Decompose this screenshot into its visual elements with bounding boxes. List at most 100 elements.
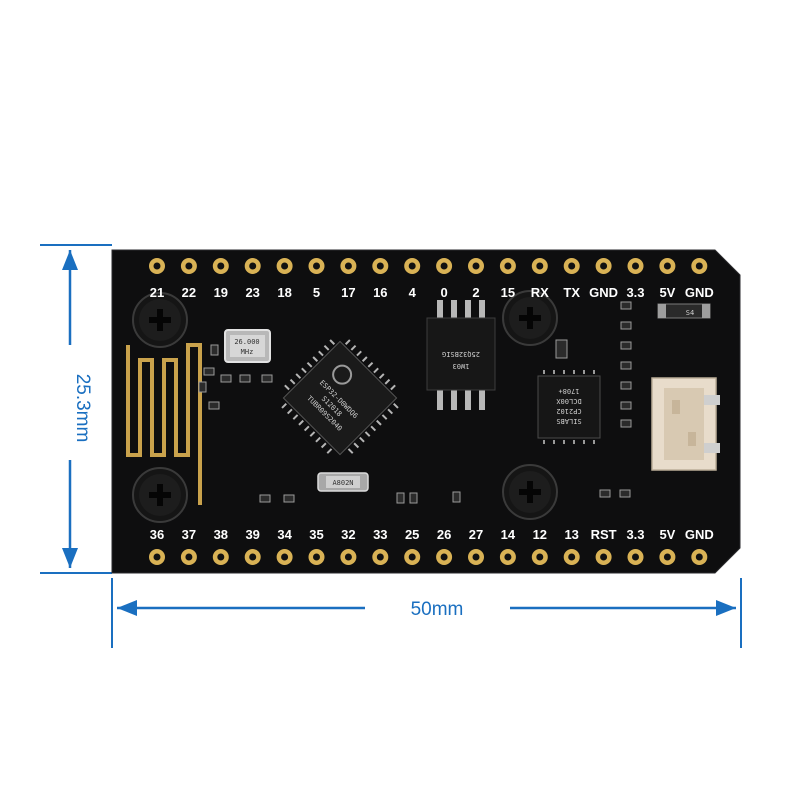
mounting-screw-top-left (132, 292, 188, 348)
mounting-screw-bottom-right (502, 464, 558, 520)
top-pin-header (149, 258, 708, 274)
espressif-logo-icon (332, 364, 353, 385)
diode: S4 (657, 303, 711, 319)
pin-label: 35 (309, 527, 323, 542)
cp2102-text-4: 1708+ (558, 387, 579, 395)
pin-label: 32 (341, 527, 355, 542)
pin-label: 13 (564, 527, 578, 542)
header-pad-hole (695, 262, 703, 270)
pin-label: 3.3 (626, 527, 644, 542)
pin-label: 5 (313, 285, 320, 300)
pin-label: 2 (472, 285, 479, 300)
pin-label: RST (591, 527, 617, 542)
width-dimension: 50mm (111, 578, 742, 648)
arrow-right-icon (716, 600, 736, 616)
header-pad-hole (344, 262, 352, 270)
header-pad-hole (153, 262, 161, 270)
pin-label: GND (589, 285, 618, 300)
cp2102-text-2: CP2102 (556, 407, 581, 415)
esp32-chip: ESP32-D0WDQ6 S12018 TUBR09S2040 (281, 339, 399, 456)
header-pad-hole (408, 553, 416, 561)
pin-label: 27 (469, 527, 483, 542)
pin-label: 3.3 (626, 285, 644, 300)
smd-components (198, 301, 632, 504)
header-pad-hole (313, 262, 320, 270)
pin-label: 12 (533, 527, 547, 542)
diode-text: S4 (686, 309, 694, 317)
pin-label: 17 (341, 285, 355, 300)
pin-label: 4 (409, 285, 417, 300)
small-crystal: A802N (317, 472, 369, 492)
header-pad-hole (504, 262, 512, 270)
header-pad-hole (440, 553, 448, 561)
width-label: 50mm (411, 599, 464, 620)
pin-label: 14 (501, 527, 516, 542)
header-pad-hole (281, 553, 289, 561)
header-pad-hole (663, 262, 671, 270)
pin-label: RX (531, 285, 549, 300)
header-pad-hole (504, 553, 512, 561)
pin-label: 16 (373, 285, 387, 300)
pin-label: 25 (405, 527, 419, 542)
header-pad-hole (153, 553, 161, 561)
flash-text-1: 25Q32BSIG (442, 350, 480, 358)
cp2102-chip: SILABS CP2102 DCL00X 1708+ (537, 370, 601, 444)
header-pad-hole (472, 262, 480, 270)
pin-label: 0 (440, 285, 447, 300)
pin-label: 21 (150, 285, 164, 300)
pin-label: GND (685, 527, 714, 542)
header-pad-hole (376, 262, 384, 270)
crystal-text-1: 26.000 (234, 338, 259, 346)
header-pad-hole (536, 262, 544, 270)
pin-label: 23 (245, 285, 259, 300)
arrow-left-icon (117, 600, 137, 616)
mounting-screw-bottom-left (132, 467, 188, 523)
header-pad-hole (440, 262, 448, 270)
pin-label: 5V (659, 285, 675, 300)
pin-label: GND (685, 285, 714, 300)
header-pad-hole (632, 262, 639, 270)
pin-label: 39 (245, 527, 259, 542)
header-pad-hole (217, 262, 225, 270)
header-pad-hole (185, 553, 193, 561)
header-pad-hole (249, 553, 257, 561)
header-pad-hole (344, 553, 352, 561)
header-pad-hole (536, 553, 544, 561)
header-pad-hole (217, 553, 225, 561)
flash-text-2: 1W03 (453, 362, 470, 370)
pin-label: 33 (373, 527, 387, 542)
header-pad-hole (408, 262, 416, 270)
header-pad-hole (185, 262, 193, 270)
height-label: 25.3mm (72, 374, 93, 443)
arrow-down-icon (62, 548, 78, 568)
bottom-pin-header (149, 549, 708, 565)
pin-label: 37 (182, 527, 196, 542)
crystal-26mhz: 26.000 MHz (224, 329, 271, 363)
cp2102-text-1: SILABS (556, 417, 581, 425)
header-pad-hole (632, 553, 639, 561)
antenna-trace (126, 343, 202, 505)
cp2102-text-3: DCL00X (556, 397, 582, 405)
header-pad-hole (568, 553, 576, 561)
pin-label: TX (563, 285, 580, 300)
header-pad-hole (695, 553, 703, 561)
height-dimension: 25.3mm (40, 244, 112, 574)
board-outline (111, 249, 741, 574)
header-pad-hole (376, 553, 384, 561)
flash-chip: 25Q32BSIG 1W03 (426, 300, 496, 410)
pin-label: 26 (437, 527, 451, 542)
pin-label: 15 (501, 285, 515, 300)
header-pad-hole (663, 553, 671, 561)
header-pad-hole (600, 553, 608, 561)
small-crystal-text: A802N (332, 479, 353, 487)
header-pad-hole (313, 553, 320, 561)
pcb-board: 26.000 MHz ESP32-D0WDQ6 S12018 TUBR09S20… (111, 249, 741, 574)
mounting-screw-top-right (502, 290, 558, 346)
pin-label: 36 (150, 527, 164, 542)
header-pad-hole (249, 262, 257, 270)
header-pad-hole (600, 262, 608, 270)
pin-label: 38 (214, 527, 228, 542)
pin-label: 34 (277, 527, 292, 542)
